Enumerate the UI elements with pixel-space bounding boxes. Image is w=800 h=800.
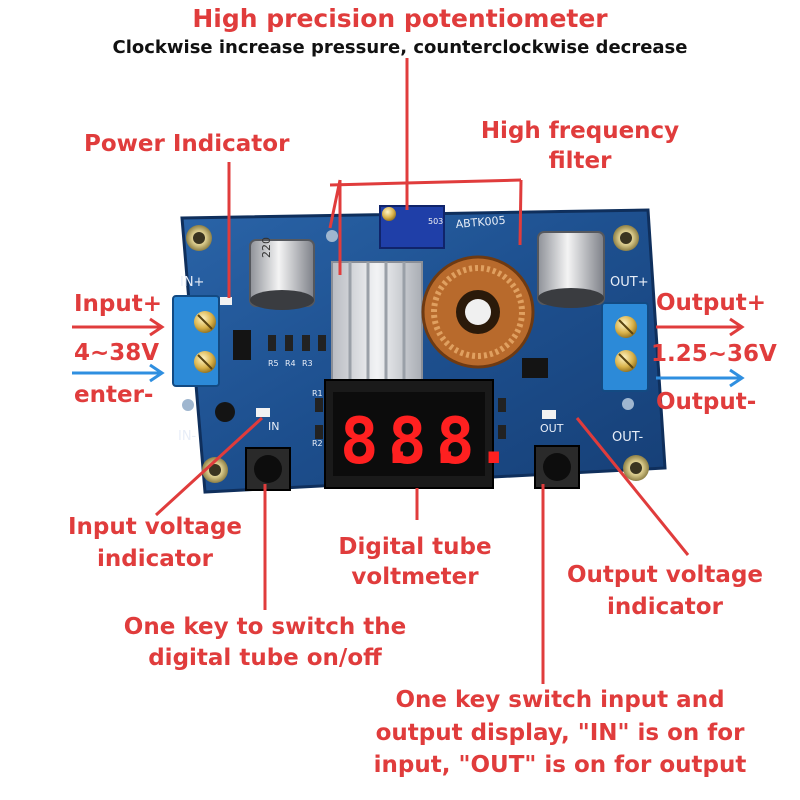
- output-voltage-indicator-label-line2: indicator: [607, 594, 723, 620]
- display-onoff-key-label-line2: digital tube on/off: [148, 645, 382, 671]
- display-digit: 8.: [436, 405, 513, 479]
- input-minus-arrow: [72, 363, 165, 383]
- ic-chip: [522, 358, 548, 378]
- output-minus-arrow: [656, 368, 745, 388]
- power-indicator-label: Power Indicator: [84, 131, 290, 157]
- silk-out: OUT: [540, 422, 564, 435]
- input-voltage-indicator-label-line1: Input voltage: [67, 514, 243, 540]
- digital-tube-label-line1: Digital tube: [338, 534, 492, 560]
- power-indicator-led: [220, 297, 232, 305]
- hf-filter-label-line2: filter: [548, 148, 612, 174]
- input-range-label: 4~38V: [74, 340, 160, 366]
- display-digit: 8.: [340, 405, 417, 479]
- display-digit: 8.: [388, 405, 465, 479]
- in-out-switch-key-label-line2: output display, "IN" is on for: [375, 720, 745, 746]
- toroidal-inductor: [421, 255, 535, 369]
- silk-r2: R2: [312, 439, 323, 448]
- output-minus-label: Output-: [656, 389, 757, 415]
- digital-tube-display: 8. 8. 8.: [324, 379, 513, 489]
- output-voltage-led: [542, 410, 556, 419]
- page-subtitle: Clockwise increase pressure, countercloc…: [112, 37, 688, 58]
- silk-r3: R3: [302, 359, 313, 368]
- output-plus-label: Output+: [656, 290, 767, 316]
- output-terminal-block: [601, 302, 649, 392]
- silk-in-minus: IN-: [178, 429, 197, 444]
- output-capacitor: [537, 231, 605, 308]
- cap-value-text: 220: [260, 237, 273, 258]
- display-onoff-key-label-line1: One key to switch the: [123, 614, 407, 640]
- input-voltage-indicator-label-line2: indicator: [97, 546, 213, 572]
- input-terminal-block: [172, 295, 220, 387]
- silk-in-plus: IN+: [180, 275, 204, 290]
- output-voltage-indicator-label-line1: Output voltage: [566, 562, 764, 588]
- silk-pot-code: 503: [428, 217, 443, 226]
- transistor: [215, 402, 235, 422]
- ic-chip: [233, 330, 251, 360]
- in-out-switch-key-label-line3: input, "OUT" is on for output: [373, 752, 747, 778]
- output-range-label: 1.25~36V: [651, 341, 777, 367]
- input-plus-arrow: [72, 317, 165, 337]
- silk-r4: R4: [285, 359, 296, 368]
- input-plus-label: Input+: [74, 291, 163, 317]
- potentiometer: [379, 205, 445, 249]
- silk-r1: R1: [312, 389, 323, 398]
- leader-lines: [154, 58, 690, 684]
- output-plus-arrow: [656, 317, 745, 337]
- silk-out-minus: OUT-: [612, 430, 643, 445]
- input-voltage-led: [256, 408, 270, 417]
- input-minus-label: enter-: [74, 382, 154, 408]
- heat-sink: [331, 261, 423, 383]
- silk-model: ABTK005: [455, 214, 506, 231]
- in-out-switch-key-label-line1: One key switch input and: [395, 687, 725, 713]
- digital-tube-label-line2: voltmeter: [351, 564, 479, 590]
- page-title: High precision potentiometer: [192, 4, 608, 33]
- in-out-switch-button[interactable]: [534, 445, 580, 489]
- silk-out-plus: OUT+: [610, 275, 649, 290]
- display-onoff-button[interactable]: [245, 447, 291, 491]
- silk-in: IN: [268, 420, 279, 433]
- input-capacitor: 220: [249, 237, 315, 310]
- hf-filter-label-line1: High frequency: [480, 118, 680, 144]
- silk-r5: R5: [268, 359, 279, 368]
